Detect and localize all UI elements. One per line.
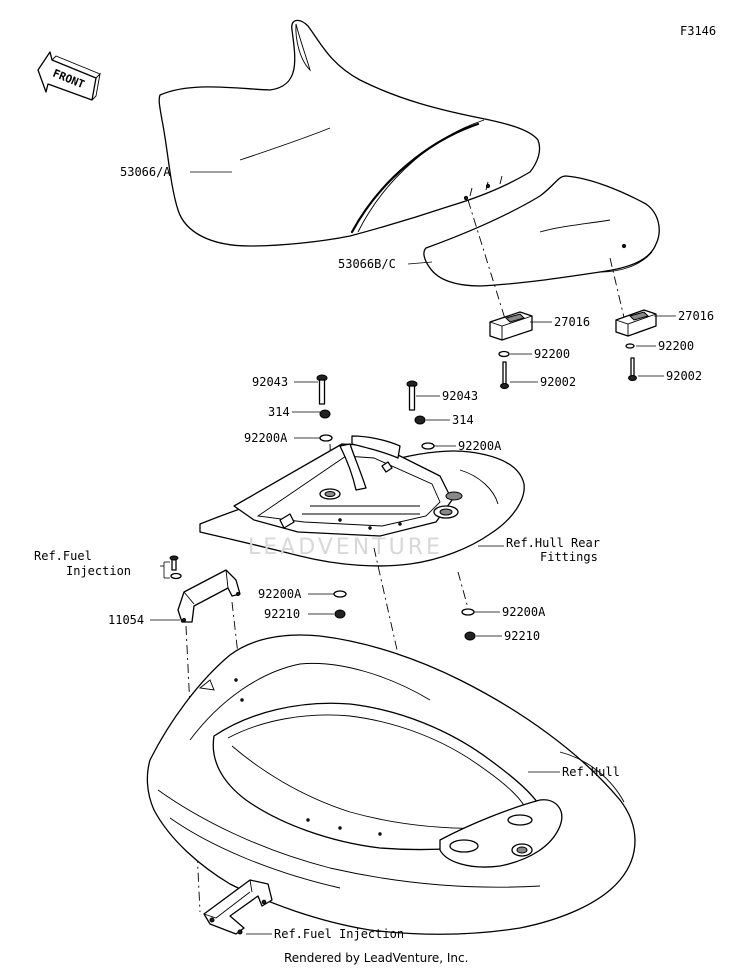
callout-washer-lower-left: 92200A	[258, 587, 302, 601]
rear-deck-fitting	[199, 435, 525, 567]
callout-bolt-hinge-left: 92002	[540, 375, 576, 389]
callout-hinge-left: 27016	[554, 315, 590, 329]
callout-ref-hull: Ref.Hull	[562, 765, 620, 779]
bolt-right	[406, 380, 418, 411]
washer-lower-right	[461, 608, 475, 616]
rear-seat	[423, 175, 660, 287]
washer-lower-left	[333, 590, 347, 598]
figure-code: F3146	[680, 24, 716, 38]
footer-credit: Rendered by LeadVenture, Inc.	[284, 951, 468, 965]
washer-right	[421, 442, 435, 450]
callout-ref-fuel-top-line1: Ref.Fuel	[34, 549, 92, 563]
callout-seat-rear: 53066B/C	[338, 257, 396, 271]
nut-left	[319, 409, 331, 419]
callout-seat-front: 53066/A	[120, 165, 171, 179]
callout-hinge-right: 27016	[678, 309, 714, 323]
bolt-left	[316, 374, 328, 405]
callout-washer-lower-right: 92200A	[502, 605, 546, 619]
hinge-left	[489, 311, 533, 341]
callout-washer-hinge-left: 92200	[534, 347, 570, 361]
callout-nut-left: 314	[268, 405, 290, 419]
nut-right	[414, 415, 426, 425]
hinge-right	[615, 309, 657, 337]
washer-left	[319, 434, 333, 442]
callout-bolt-right: 92043	[442, 389, 478, 403]
callout-ref-hull-rear-line1: Ref.Hull Rear	[506, 536, 600, 550]
nut-lower-right	[464, 631, 476, 641]
callout-ref-hull-rear-line2: Fittings	[540, 550, 598, 564]
callout-bolt-left: 92043	[252, 375, 288, 389]
washer-hinge-left	[498, 350, 510, 358]
bolt-hinge-right	[628, 357, 637, 381]
nut-lower-left	[334, 609, 346, 619]
callout-nut-lower-left: 92210	[264, 607, 300, 621]
bolt-hinge-left	[500, 361, 509, 389]
callout-washer-right: 92200A	[458, 439, 502, 453]
fuel-bracket-bottom	[203, 879, 273, 935]
front-arrow-icon: FRONT	[37, 51, 101, 101]
callout-nut-lower-right: 92210	[504, 629, 540, 643]
callout-washer-hinge-right: 92200	[658, 339, 694, 353]
front-seat	[158, 19, 541, 247]
callout-bracket: 11054	[108, 613, 144, 627]
callout-washer-left: 92200A	[244, 431, 288, 445]
bracket	[177, 569, 241, 623]
hull	[146, 634, 636, 935]
washer-hinge-right	[625, 343, 635, 349]
callout-ref-fuel-bottom: Ref.Fuel Injection	[274, 927, 404, 941]
watermark: LEADVENTURE	[248, 535, 443, 560]
callout-ref-fuel-top-line2: Injection	[66, 564, 131, 578]
fuel-bolt-top	[169, 555, 182, 580]
callout-nut-right: 314	[452, 413, 474, 427]
callout-bolt-hinge-right: 92002	[666, 369, 702, 383]
